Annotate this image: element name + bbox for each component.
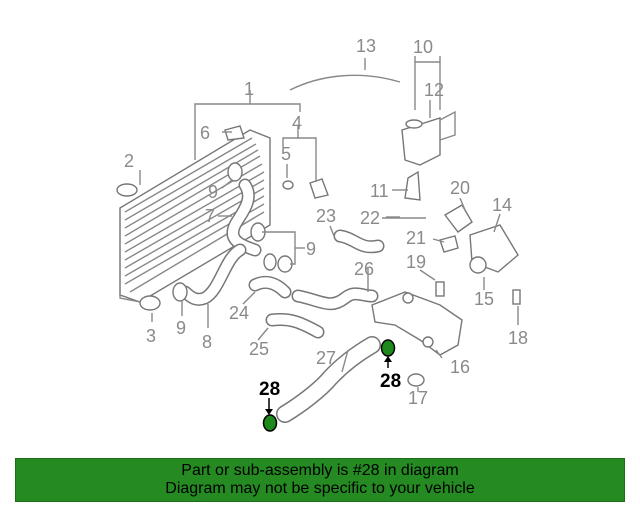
highlight-labels: 28 28 [259,356,401,415]
part-label-10: 10 [413,37,433,57]
water-outlet-manifold [371,291,463,356]
reservoir-tank [401,110,456,166]
part-label-22: 22 [360,208,380,228]
small-parts [116,125,521,387]
thermostat-housing [439,204,519,274]
part-label-8: 8 [202,332,212,352]
part-label-5: 5 [281,144,291,164]
part-label-4: 4 [292,113,302,133]
part-label-12: 12 [424,80,444,100]
part-label-21: 21 [406,228,426,248]
radiator-hoses [178,74,426,339]
highlight-label-28b: 28 [380,371,401,392]
part-label-19: 19 [406,252,426,272]
part-label-14: 14 [492,195,512,215]
part-label-2: 2 [124,151,134,171]
part-labels: 1 2 3 4 5 6 7 8 9 9 9 10 11 12 13 14 15 … [124,36,528,408]
part-label-1: 1 [244,79,254,99]
part-label-17: 17 [408,388,428,408]
part-label-13: 13 [356,36,376,56]
part-label-9b: 9 [306,239,316,259]
water-pipe [276,336,381,423]
part-label-3: 3 [146,326,156,346]
part-label-15: 15 [474,289,494,309]
part-label-26: 26 [354,259,374,279]
part-label-18: 18 [508,328,528,348]
parts-diagram: 1 2 3 4 5 6 7 8 9 9 9 10 11 12 13 14 15 … [116,36,528,432]
part-label-16: 16 [450,357,470,377]
part-label-20: 20 [450,178,470,198]
part-label-11: 11 [370,181,389,201]
banner-line-1: Part or sub-assembly is #28 in diagram [181,462,459,479]
banner-line-2: Diagram may not be specific to your vehi… [165,480,475,497]
leader-lines [139,56,519,392]
highlighted-part-28 [262,339,396,432]
part-label-24: 24 [229,303,249,323]
part-label-6: 6 [200,123,210,143]
part-label-7: 7 [205,206,215,226]
part-label-23: 23 [316,206,336,226]
info-banner: Part or sub-assembly is #28 in diagram D… [15,458,625,502]
part-label-9c: 9 [176,318,186,338]
highlight-label-28a: 28 [259,379,280,400]
part-label-27: 27 [316,348,336,368]
part-label-9a: 9 [208,182,218,202]
part-label-25: 25 [249,339,269,359]
